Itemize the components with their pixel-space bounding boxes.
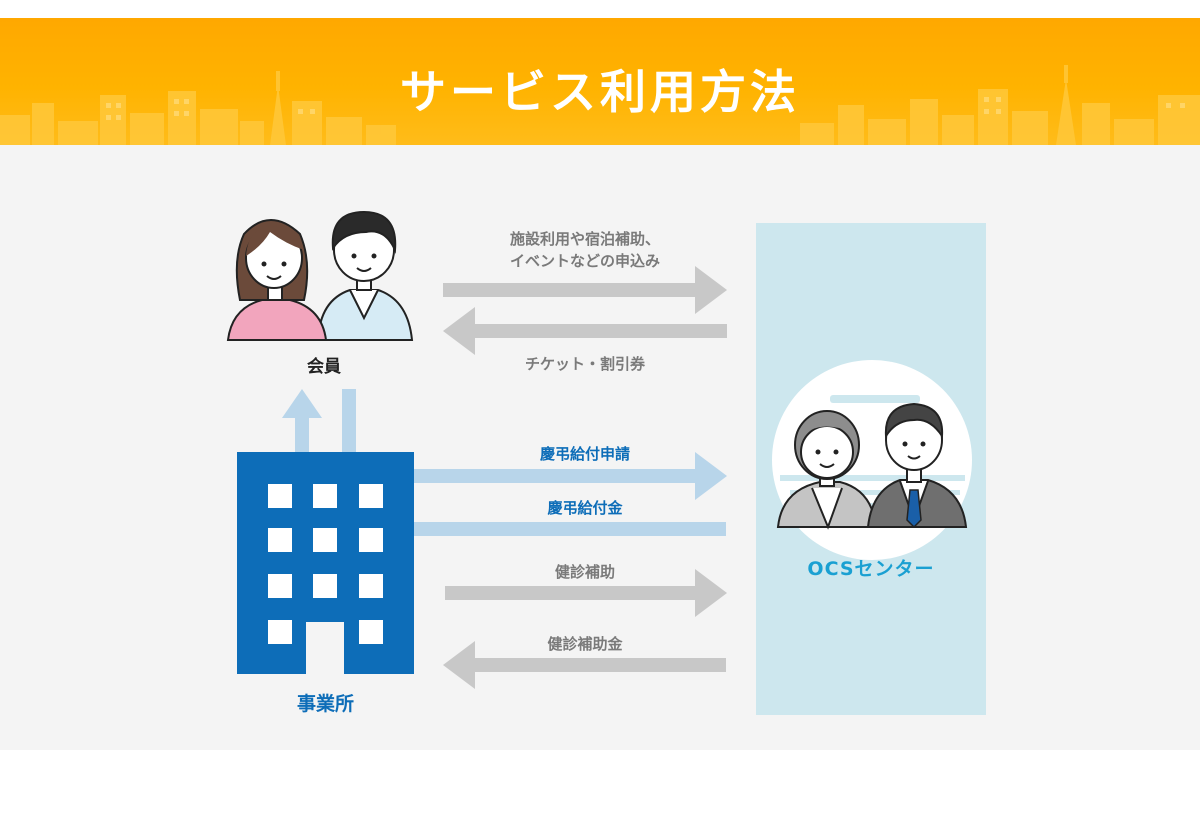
office-building-icon	[237, 452, 414, 674]
flow-label-tickets: チケット・割引券	[524, 355, 645, 373]
header-banner: サービス利用方法	[0, 18, 1200, 145]
condolence-application-arrow	[414, 452, 727, 500]
flow-label-condolence-application: 慶弔給付申請	[539, 445, 630, 463]
flow-label-health-checkup-payment: 健診補助金	[547, 635, 623, 653]
flow-label-facility-line2: イベントなどの申込み	[509, 252, 660, 270]
tickets-arrow	[443, 307, 727, 355]
node-label-members: 会員	[307, 357, 341, 377]
condolence-payment-line	[414, 522, 726, 536]
members-icon	[226, 210, 414, 341]
office-members-arrows	[282, 389, 356, 452]
city-skyline-icon	[0, 65, 1200, 145]
node-label-office: 事業所	[296, 693, 354, 715]
page-title: サービス利用方法	[400, 65, 800, 119]
diagram-panel	[0, 145, 1200, 750]
health-checkup-arrow	[445, 569, 727, 617]
flow-label-condolence-payment: 慶弔給付金	[547, 499, 623, 517]
ocs-staff-icon	[772, 360, 972, 560]
facility-application-arrow	[443, 266, 727, 314]
health-checkup-payment-arrow	[443, 641, 726, 689]
node-label-ocs-center: OCSセンター	[807, 558, 935, 580]
flow-label-health-checkup: 健診補助	[554, 563, 615, 581]
flow-label-facility-line1: 施設利用や宿泊補助、	[509, 230, 660, 248]
